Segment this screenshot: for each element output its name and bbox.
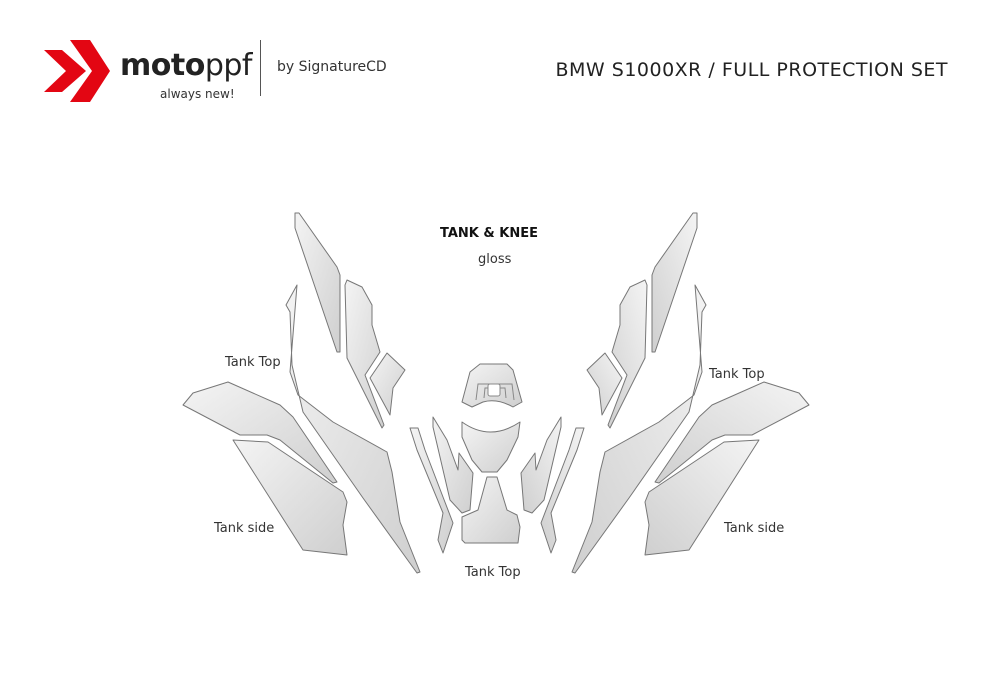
left-pieces (182, 212, 474, 574)
tank-bottom-center-piece (461, 476, 521, 544)
piece-upper-left (294, 212, 341, 353)
label-tank-side-right: Tank side (724, 521, 785, 536)
label-tank-side-left: Tank side (214, 521, 275, 536)
piece-small-left (369, 352, 406, 416)
piece-tank-side-left (232, 439, 348, 556)
tagline: always new! (160, 87, 235, 101)
header-divider (260, 40, 261, 96)
label-tank-top-left: Tank Top (225, 355, 281, 370)
right-pieces (571, 212, 810, 574)
piece-mid-left (344, 279, 385, 429)
brand-bold: moto (120, 48, 205, 83)
brand-light: ppf (204, 48, 253, 83)
section-title: TANK & KNEE (440, 226, 538, 241)
center-pieces (461, 363, 523, 544)
knee-inner-left (432, 416, 474, 514)
brand-logo: motoppf (120, 48, 252, 83)
finish-label: gloss (478, 252, 512, 267)
piece-long-left (285, 284, 421, 574)
label-tank-top-center: Tank Top (465, 565, 521, 580)
knee-outer-left (409, 427, 454, 554)
piece-tank-top-left (182, 381, 338, 484)
by-line: by SignatureCD (277, 59, 387, 75)
tank-top-center-piece (461, 421, 521, 473)
label-tank-top-right: Tank Top (709, 367, 765, 382)
right-knee (520, 416, 585, 554)
page-title: BMW S1000XR / FULL PROTECTION SET (555, 59, 948, 81)
